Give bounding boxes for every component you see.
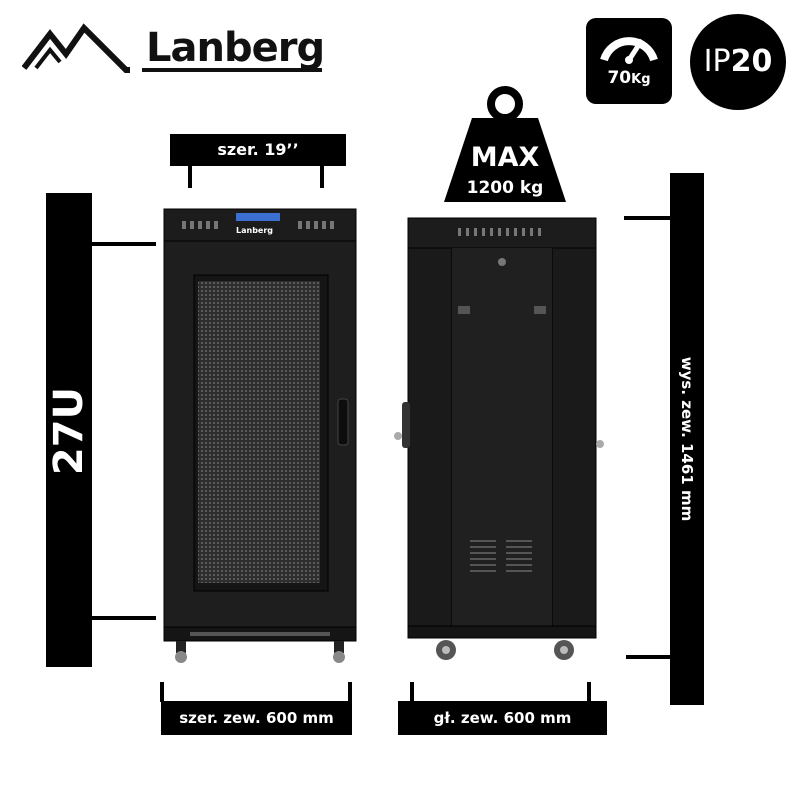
rack-width-tick-right: [320, 166, 324, 188]
outer-depth-label: gł. zew. 600 mm: [398, 701, 607, 735]
height-bar: [670, 173, 704, 705]
max-load-value: 1200 kg: [466, 178, 544, 198]
ip-rating-badge: IP20: [690, 14, 786, 110]
outer-width-tick-right: [348, 682, 352, 702]
weight-unit: Kg: [631, 72, 651, 87]
max-label: MAX: [470, 142, 540, 173]
outer-depth-tick-right: [587, 682, 591, 702]
outer-height-label: wys. zew. 1461 mm: [678, 356, 696, 522]
cabinet-logo: Lanberg: [236, 226, 274, 235]
units-tick-top: [92, 242, 156, 246]
weight-value: 70: [607, 68, 632, 88]
brand-name: Lanberg: [146, 25, 325, 71]
rack-width-label: szer. 19’’: [170, 134, 346, 166]
weight-rating: 70Kg: [586, 68, 672, 88]
height-tick-top: [624, 216, 670, 220]
height-tick-bottom: [626, 655, 670, 659]
units-tick-bottom: [92, 616, 156, 620]
outer-width-label: szer. zew. 600 mm: [161, 701, 352, 735]
side-cabinet: [394, 217, 604, 660]
front-cabinet: [163, 208, 357, 663]
units-label: 27U: [46, 386, 92, 476]
weight-icon: [444, 86, 566, 202]
outer-depth-tick-left: [410, 682, 414, 702]
lanberg-logo: [22, 23, 322, 73]
ip-value: 20: [730, 44, 773, 79]
rack-width-tick-left: [188, 166, 192, 188]
units-bar: [46, 193, 92, 667]
ip-prefix: IP: [703, 44, 731, 79]
weight-gauge-icon: [600, 37, 658, 64]
outer-width-tick-left: [160, 682, 164, 702]
